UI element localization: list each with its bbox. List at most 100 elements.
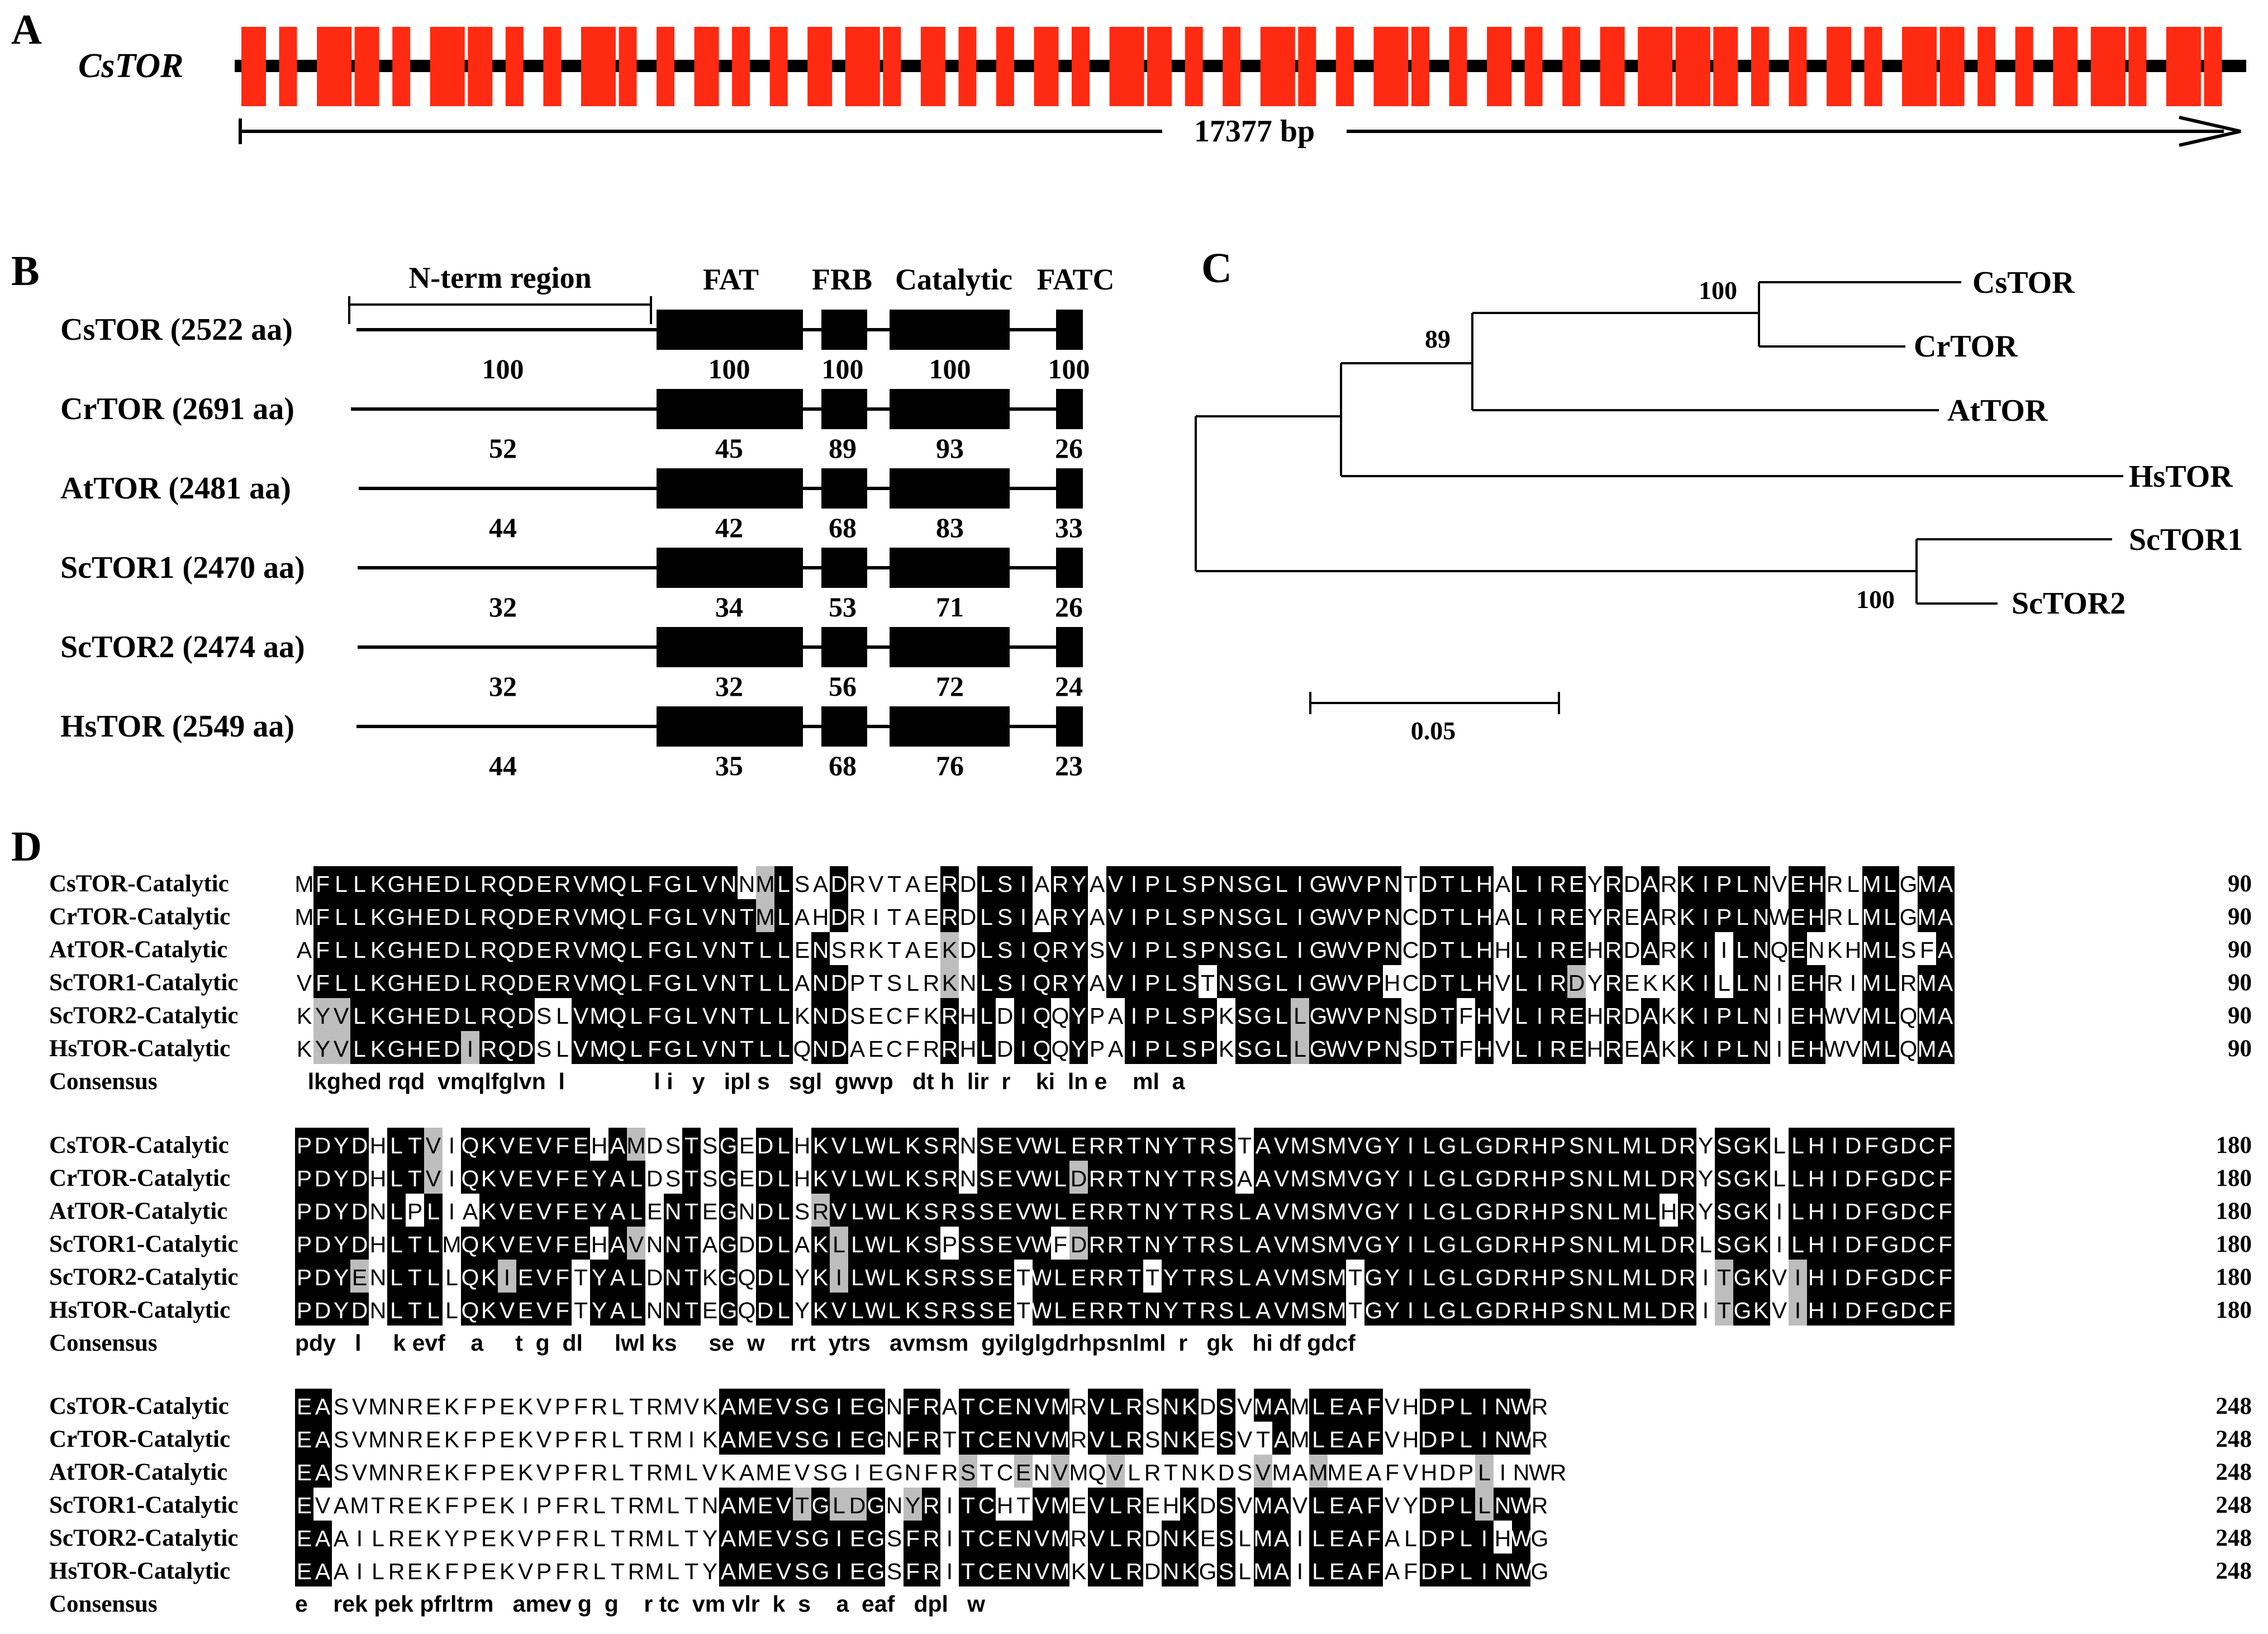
residue: V	[795, 1460, 810, 1485]
residue: A	[1348, 1526, 1363, 1551]
residue: N	[960, 970, 977, 996]
residue: N	[370, 1199, 387, 1224]
residue: F	[1865, 1166, 1879, 1191]
residue: I	[1776, 1003, 1782, 1029]
exon-block	[1109, 27, 1144, 106]
residue: K	[702, 1427, 717, 1452]
residue: D	[1071, 1232, 1087, 1257]
residue: V	[1108, 970, 1124, 996]
residue-shading	[664, 932, 682, 965]
residue: A	[1256, 1265, 1271, 1290]
residue: E	[997, 1298, 1012, 1323]
residue: N	[1384, 1036, 1401, 1062]
residue: M	[1290, 1427, 1309, 1452]
fat-domain-box	[657, 389, 803, 429]
residue: L	[630, 1265, 643, 1290]
residue: Y	[1071, 970, 1086, 996]
residue: S	[979, 1265, 994, 1290]
residue: L	[556, 1036, 569, 1062]
residue: S	[1717, 1232, 1732, 1257]
residue: G	[1365, 1298, 1383, 1323]
residue: M	[1327, 1265, 1346, 1290]
residue: K	[1753, 1166, 1768, 1191]
residue: L	[464, 970, 477, 996]
residue: V	[1385, 1493, 1400, 1518]
taxon-label-hstor: HsTOR	[2129, 459, 2233, 494]
residue: E	[481, 1526, 496, 1551]
residue: R	[1661, 871, 1677, 897]
residue: Y	[1385, 1133, 1400, 1158]
residue: Y	[592, 1199, 607, 1224]
residue: E	[1569, 904, 1584, 930]
residue: L	[556, 1003, 569, 1029]
residue: D	[1421, 1003, 1438, 1029]
residue-shading	[1033, 1031, 1051, 1064]
residue: E	[1348, 1460, 1363, 1485]
residue: W	[1510, 1559, 1532, 1584]
residue: D	[1845, 1265, 1862, 1290]
residue: V	[352, 1394, 368, 1419]
residue: A	[1385, 1559, 1400, 1584]
residue: D	[1900, 1133, 1917, 1158]
residue-shading	[774, 1031, 793, 1064]
residue: R	[1200, 1166, 1216, 1191]
residue: F	[648, 937, 662, 963]
residue: G	[1734, 1133, 1752, 1158]
residue-shading	[387, 899, 406, 932]
residue: C	[1919, 1298, 1936, 1323]
residue: S	[1145, 1427, 1160, 1452]
residue: L	[1164, 1036, 1177, 1062]
residue: C	[886, 1036, 903, 1062]
residue: G	[388, 1003, 406, 1029]
residue-shading	[701, 866, 719, 899]
residue: K	[1182, 1559, 1197, 1584]
residue: Y	[1163, 1298, 1178, 1323]
residue: R	[1071, 1526, 1087, 1551]
residue-shading	[774, 965, 793, 998]
panel-letter-d: D	[11, 823, 42, 870]
residue: I	[854, 1460, 860, 1485]
residue-shading	[369, 998, 387, 1031]
residue: R	[1550, 937, 1567, 963]
exon-block	[1411, 27, 1429, 106]
residue: T	[1256, 1427, 1270, 1452]
residue: M	[1253, 1493, 1272, 1518]
residue: A	[721, 1427, 736, 1452]
residue: S	[1717, 1199, 1732, 1224]
residue: T	[408, 1265, 422, 1290]
residue: R	[628, 1559, 645, 1584]
frb-domain-box	[821, 310, 867, 350]
residue: S	[961, 1265, 976, 1290]
consensus-sequence: e rek pek pfrltrm amev g g r tc vm vlr k…	[295, 1591, 985, 1617]
residue: H	[1808, 1298, 1825, 1323]
residue: I	[1703, 1003, 1709, 1029]
residue: K	[813, 1232, 828, 1257]
residue: L	[630, 871, 643, 897]
residue: C	[978, 1493, 995, 1518]
residue: E	[297, 1526, 312, 1551]
residue: G	[664, 871, 682, 897]
residue: D	[1421, 937, 1438, 963]
residue: I	[1481, 1427, 1487, 1452]
residue-shading	[424, 866, 443, 899]
residue: L	[353, 937, 366, 963]
residue: S	[831, 937, 847, 963]
residue-shading	[1143, 899, 1162, 932]
residue: L	[685, 1460, 698, 1485]
residue: L	[1423, 1265, 1435, 1290]
residue-shading	[664, 998, 682, 1031]
residue: H	[1808, 1003, 1825, 1029]
residue: V	[1495, 1036, 1511, 1062]
residue: Y	[1163, 1232, 1178, 1257]
residue: V	[573, 871, 589, 897]
residue: F	[648, 904, 662, 930]
residue: Y	[1385, 1298, 1400, 1323]
residue: L	[1791, 1232, 1804, 1257]
residue: P	[1551, 1232, 1566, 1257]
residue: K	[500, 1559, 515, 1584]
residue: K	[426, 1559, 441, 1584]
residue: R	[942, 1460, 958, 1485]
residue: K	[1680, 1036, 1695, 1062]
residue: I	[947, 1493, 953, 1518]
residue: F	[463, 1460, 477, 1485]
